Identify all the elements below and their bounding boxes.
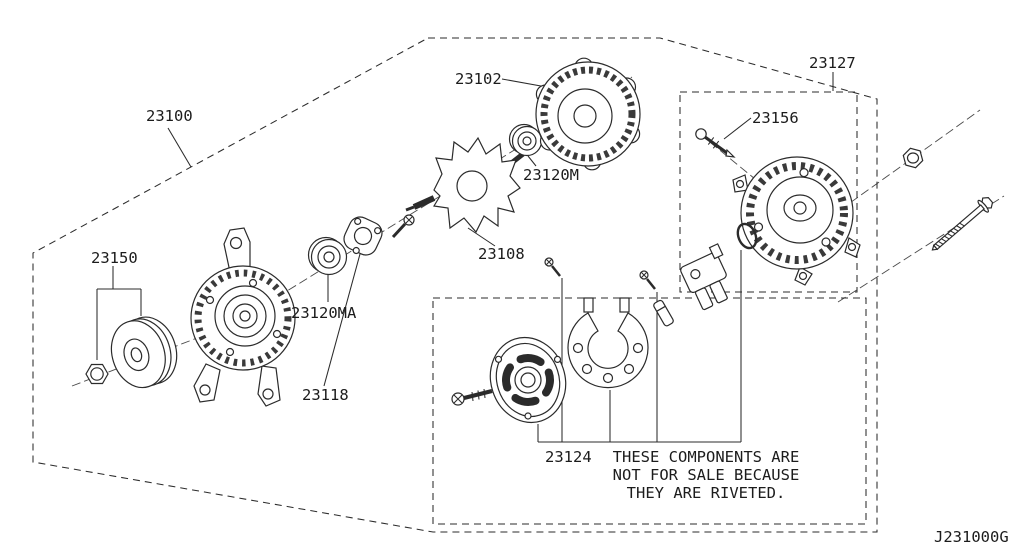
retainer-screw-drawing — [391, 214, 415, 239]
part-number-labels: 23100 23102 23120M 23108 23120MA 23118 2… — [91, 54, 856, 466]
part-label-23118[interactable]: 23118 — [302, 386, 349, 404]
part-label-23150[interactable]: 23150 — [91, 249, 138, 267]
part-label-23124[interactable]: 23124 — [545, 448, 592, 466]
part-label-23120M[interactable]: 23120M — [523, 166, 579, 184]
part-label-23127[interactable]: 23127 — [809, 54, 856, 72]
leader-23120M — [527, 155, 537, 167]
leader-23118 — [323, 253, 361, 387]
riveted-note-line1: THESE COMPONENTS ARE — [613, 448, 800, 466]
brush-holder-screw-drawing — [639, 270, 656, 290]
end-plate-screw-drawing — [451, 388, 493, 406]
figure-code: J231000G — [934, 528, 1009, 546]
o-ring-drawing — [736, 222, 758, 250]
part-label-23120MA[interactable]: 23120MA — [291, 304, 357, 322]
through-bolt-nut-drawing — [902, 147, 924, 169]
leader-23108 — [467, 227, 496, 247]
part-label-23108[interactable]: 23108 — [478, 245, 525, 263]
leader-23100 — [167, 127, 192, 168]
end-plate-drawing — [489, 336, 567, 424]
front-bearing-drawing — [307, 236, 348, 276]
leader-23124-group — [537, 250, 742, 443]
terminal-drawing — [653, 299, 674, 327]
part-label-23156[interactable]: 23156 — [752, 109, 799, 127]
leader-23150 — [96, 266, 142, 360]
through-bolt-drawing — [931, 197, 994, 251]
stator-drawing — [535, 57, 641, 171]
pulley-drawing — [110, 316, 178, 389]
part-label-23100[interactable]: 23100 — [146, 107, 193, 125]
rear-cover-bolt-drawing — [695, 128, 736, 158]
brush-holder-drawing — [680, 243, 728, 311]
bearing-retainer-drawing — [343, 216, 383, 256]
front-housing-drawing — [190, 227, 296, 407]
rear-cover-drawing — [732, 156, 861, 286]
rear-bearing-drawing — [508, 123, 543, 157]
part-label-23102[interactable]: 23102 — [455, 70, 502, 88]
riveted-note-line2: NOT FOR SALE BECAUSE — [613, 466, 800, 484]
pulley-nut-drawing — [85, 363, 109, 385]
rectifier-drawing — [567, 297, 649, 389]
riveted-note: THESE COMPONENTS ARE NOT FOR SALE BECAUS… — [613, 448, 800, 502]
assembly-group-outline — [32, 37, 878, 533]
leader-23156 — [723, 117, 752, 140]
rear-cover-group-outline — [679, 91, 858, 293]
rotor-drawing — [405, 136, 525, 234]
leader-lines — [96, 72, 834, 443]
riveted-note-line3: THEY ARE RIVETED. — [627, 484, 786, 502]
rectifier-screw-drawing — [544, 257, 561, 277]
